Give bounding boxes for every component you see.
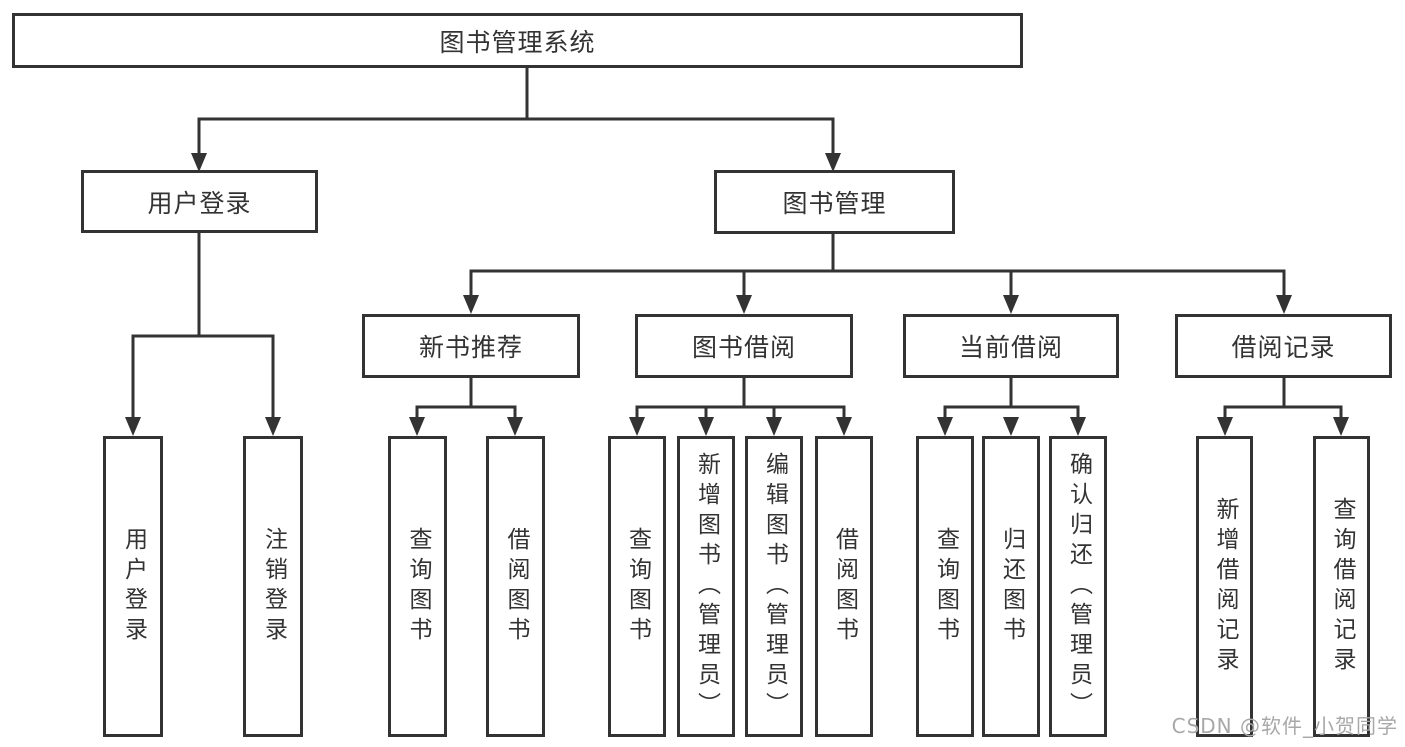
connector-userlogin-to-leaves	[131, 233, 275, 419]
leaf-records-query-record: 查询借阅记录	[1313, 436, 1370, 737]
arrowheads	[125, 153, 1349, 436]
leaf-newbook-query-books: 查询图书	[388, 436, 447, 737]
leaf-current-confirm-return-admin: 确认归还（管理员）	[1049, 436, 1107, 737]
arrow-down-icon	[1070, 417, 1086, 436]
arrow-down-icon	[409, 417, 425, 436]
leaf-borrow-query-books: 查询图书	[608, 436, 666, 737]
node-book-borrowing: 图书借阅	[635, 314, 853, 378]
arrow-down-icon	[629, 417, 645, 436]
leaf-newbook-borrow-books: 借阅图书	[486, 436, 545, 737]
node-borrowing-records: 借阅记录	[1175, 314, 1392, 378]
leaf-borrow-edit-books-admin: 编辑图书（管理员）	[745, 436, 803, 737]
leaf-borrow-borrow-books: 借阅图书	[815, 436, 873, 737]
node-current-borrowing: 当前借阅	[903, 314, 1119, 378]
connector-bookmgmt-to-level3	[469, 234, 1286, 297]
connector-records-to-leaves	[1223, 378, 1343, 419]
arrow-down-icon	[265, 417, 281, 436]
leaf-logout: 注销登录	[243, 436, 303, 737]
node-new-book-recommendation: 新书推荐	[362, 314, 580, 378]
leaf-borrow-add-books-admin: 新增图书（管理员）	[677, 436, 735, 737]
leaf-current-query-books: 查询图书	[916, 436, 974, 737]
arrow-down-icon	[698, 417, 714, 436]
arrow-down-icon	[1276, 295, 1292, 314]
node-user-login: 用户登录	[81, 170, 318, 233]
arrow-down-icon	[1333, 417, 1349, 436]
arrow-down-icon	[1003, 417, 1019, 436]
arrow-down-icon	[463, 295, 479, 314]
arrow-down-icon	[507, 417, 523, 436]
connector-root-to-level2	[197, 68, 835, 155]
connector-newbook-to-leaves	[415, 378, 517, 419]
leaf-user-login: 用户登录	[103, 436, 163, 737]
arrow-down-icon	[1003, 295, 1019, 314]
arrow-down-icon	[836, 417, 852, 436]
arrow-down-icon	[125, 417, 141, 436]
arrow-down-icon	[1217, 417, 1233, 436]
watermark: CSDN @软件_小贺同学	[1171, 714, 1398, 738]
arrow-down-icon	[937, 417, 953, 436]
arrow-down-icon	[825, 153, 841, 172]
leaf-current-return-books: 归还图书	[982, 436, 1040, 737]
leaf-records-add-record: 新增借阅记录	[1196, 436, 1253, 737]
arrow-down-icon	[736, 295, 752, 314]
node-root-library-system: 图书管理系统	[12, 13, 1023, 68]
arrow-down-icon	[766, 417, 782, 436]
arrow-down-icon	[191, 153, 207, 172]
connector-currentborrow-to-leaves	[943, 378, 1080, 419]
connector-bookborrow-to-leaves	[635, 378, 846, 419]
node-book-management: 图书管理	[714, 170, 955, 234]
